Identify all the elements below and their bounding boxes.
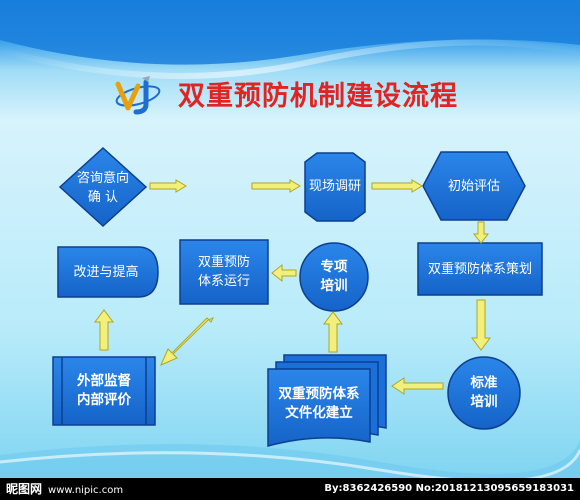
arrow-survey-to-initial	[371, 179, 423, 193]
node-training: 标准 培训	[448, 373, 520, 413]
node-docs-line-2: 文件化建立	[285, 405, 353, 421]
initial-hexagon	[422, 151, 526, 221]
watermark-ids: By:8362426590 No:20181213095659183031	[324, 483, 574, 494]
improve-shape	[57, 246, 159, 298]
consult-diamond	[58, 146, 148, 228]
arrow-consult-to-survey-left	[149, 179, 187, 193]
arrow-run-to-evaluate	[160, 317, 215, 366]
node-run-line-1: 双重预防	[197, 255, 250, 270]
node-docs: 双重预防体系 文件化建立	[268, 384, 370, 424]
docs-stack-front	[267, 368, 371, 447]
node-plan-line-1: 双重预防体系策划	[427, 261, 532, 277]
arrow-docs-to-special	[323, 311, 343, 353]
arrow-plan-to-training	[471, 299, 491, 351]
node-plan: 双重预防体系策划	[418, 259, 542, 279]
evaluate-rectangle	[52, 356, 156, 426]
top-wave-highlight	[0, 39, 580, 79]
survey-hexagon	[304, 152, 366, 222]
node-initial-line-1: 初始评估	[447, 178, 500, 194]
node-run-line-2: 体系运行	[197, 274, 250, 289]
bottom-wave-highlight	[0, 449, 580, 483]
training-circle	[447, 356, 521, 430]
arrow-initial-to-plan	[472, 221, 490, 244]
node-evaluate: 外部监督 内部评价	[62, 371, 146, 411]
node-initial: 初始评估	[423, 176, 525, 196]
node-evaluate-line-2: 内部评价	[77, 392, 131, 408]
arrow-special-to-run	[271, 263, 297, 283]
node-survey-line-1: 现场调研	[308, 178, 361, 194]
arrow-evaluate-to-improve	[94, 309, 114, 351]
node-special-line-1: 专项	[320, 259, 348, 275]
node-improve: 改进与提高	[58, 262, 154, 282]
watermark-site-url: www.nipic.com	[48, 485, 124, 496]
top-wave-decoration	[0, 0, 580, 65]
special-circle	[299, 242, 369, 312]
node-consult-line-2: 确 认	[87, 190, 119, 205]
watermark-site: 昵图网 www.nipic.com	[6, 478, 123, 500]
node-docs-line-1: 双重预防体系	[278, 386, 360, 402]
node-consult: 咨询意向 确 认	[60, 168, 146, 208]
node-survey: 现场调研	[303, 176, 367, 196]
watermark-bar: 昵图网 www.nipic.com By:8362426590 No:201812…	[0, 478, 580, 500]
node-evaluate-line-1: 外部监督	[77, 373, 131, 389]
node-training-line-1: 标准	[470, 375, 498, 391]
run-rectangle	[179, 239, 269, 305]
arrow-training-to-docs	[391, 377, 444, 395]
node-consult-line-1: 咨询意向	[76, 171, 129, 186]
page-title: 双重预防机制建设流程	[178, 81, 458, 112]
arrow-consult-to-survey-right	[251, 179, 301, 193]
node-improve-line-1: 改进与提高	[73, 264, 139, 280]
plan-rectangle	[417, 242, 543, 296]
node-training-line-2: 培训	[470, 394, 498, 410]
node-run: 双重预防 体系运行	[180, 252, 268, 292]
vj-logo-icon	[115, 76, 161, 115]
watermark-site-name: 昵图网	[6, 482, 43, 496]
node-special: 专项 培训	[300, 257, 368, 297]
node-special-line-2: 培训	[320, 278, 348, 294]
